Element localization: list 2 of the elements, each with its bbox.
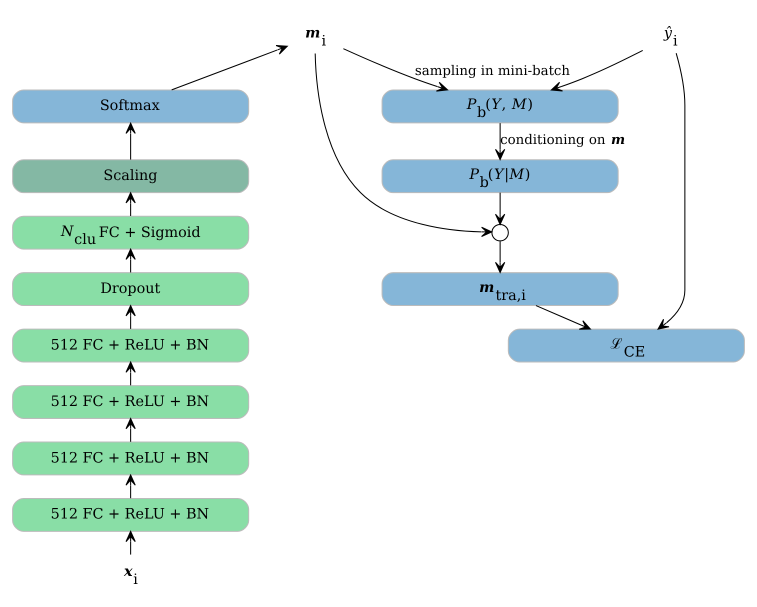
edge-label: sampling in mini-batch: [414, 64, 570, 79]
edge-label: conditioning on m: [500, 131, 626, 148]
